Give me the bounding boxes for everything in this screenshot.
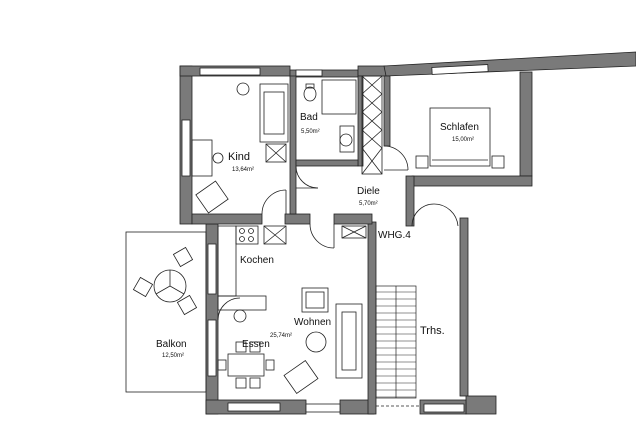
furniture bbox=[191, 75, 505, 395]
room-label-treppenhaus: Trhs. bbox=[420, 325, 445, 337]
room-area-diele: 5,70m² bbox=[359, 201, 378, 207]
balcony bbox=[125, 231, 207, 393]
room-label-kochen: Kochen bbox=[240, 255, 274, 266]
room-label-kind: Kind bbox=[228, 151, 251, 163]
doors bbox=[217, 145, 459, 321]
unit-label: WHG.4 bbox=[378, 230, 411, 241]
room-area-bad: 5,50m² bbox=[301, 129, 320, 135]
room-area-balkon: 12,50m² bbox=[162, 353, 185, 359]
room-label-essen: Essen bbox=[242, 339, 270, 350]
room-label-wohnen: Wohnen bbox=[294, 317, 332, 328]
room-area-schlafen: 15,00m² bbox=[452, 137, 475, 143]
room-label-balkon: Balkon bbox=[156, 339, 187, 350]
room-label-schlafen: Schlafen bbox=[440, 122, 479, 133]
stair-steps bbox=[376, 291, 416, 398]
windows bbox=[181, 64, 489, 413]
room-area-wohnen: 25,74m² bbox=[270, 333, 293, 339]
room-label-bad: Bad bbox=[300, 112, 318, 123]
stairs bbox=[375, 285, 417, 399]
room-label-diele: Diele bbox=[357, 186, 380, 197]
room-area-kind: 13,64m² bbox=[232, 167, 255, 173]
